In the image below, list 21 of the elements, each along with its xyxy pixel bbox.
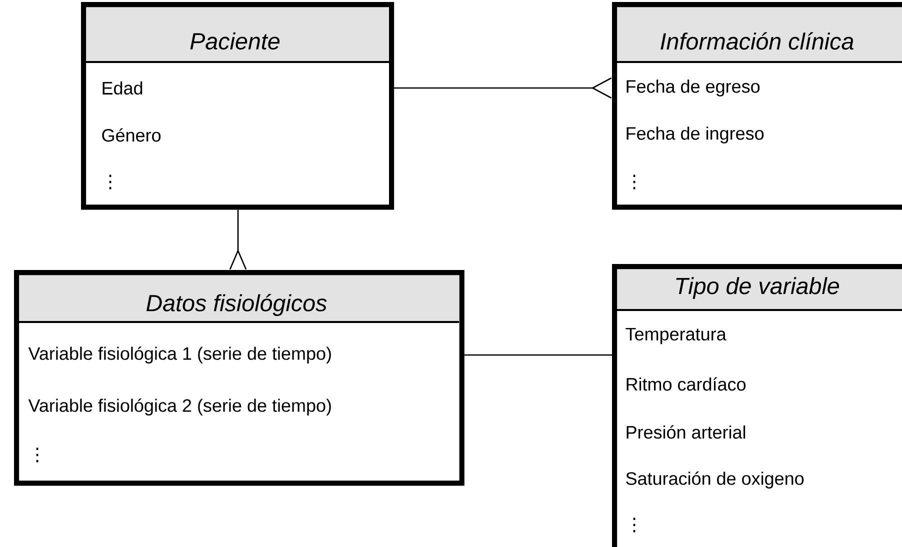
ellipsis: ⋮ — [633, 518, 636, 532]
attribute-text: Saturación de oxigeno — [626, 472, 804, 488]
ellipsis: ⋮ — [36, 448, 38, 462]
relationship-line — [394, 77, 612, 99]
relationship-line — [229, 210, 247, 270]
entity-title: Información clínica — [660, 32, 854, 50]
attribute-text: Género — [102, 128, 161, 142]
attribute-text: Presión arterial — [626, 425, 746, 439]
entity-title: Tipo de variable — [676, 277, 839, 299]
attribute-text: Fecha de ingreso — [626, 126, 764, 144]
relationship-line — [464, 354, 612, 356]
ellipsis: ⋮ — [633, 174, 636, 190]
attribute-text: Ritmo cardíaco — [626, 377, 746, 391]
entity-title: Datos fisiológicos — [146, 294, 327, 316]
attribute-text: Edad — [102, 81, 142, 95]
attribute-text: Variable fisiológica 1 (serie de tiempo) — [28, 346, 331, 364]
attribute-text: Temperatura — [626, 328, 726, 344]
attribute-text: Fecha de egreso — [626, 80, 760, 96]
attribute-text: Variable fisiológica 2 (serie de tiempo) — [28, 398, 331, 416]
entity-title: Paciente — [190, 32, 280, 50]
ellipsis: ⋮ — [109, 174, 112, 190]
